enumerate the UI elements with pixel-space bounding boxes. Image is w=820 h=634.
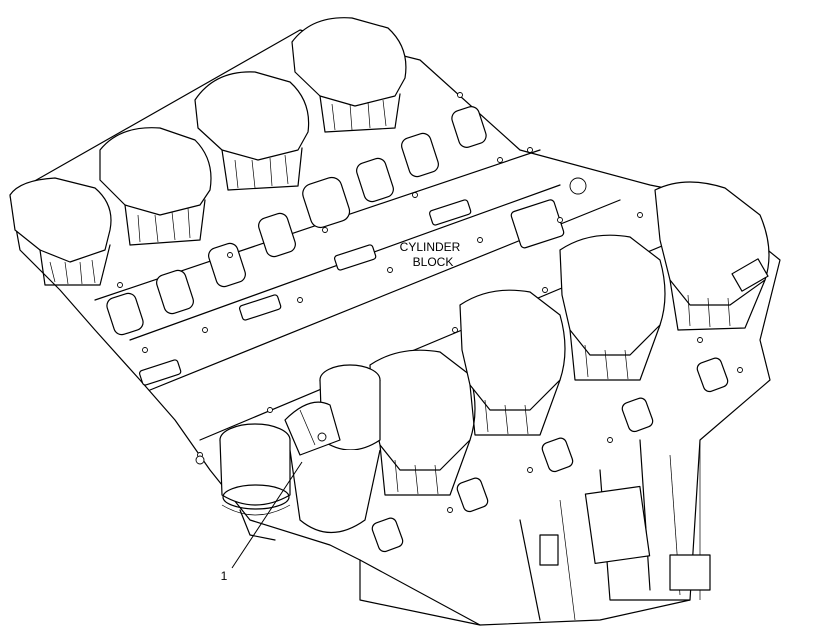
block-label-line2: BLOCK bbox=[413, 255, 454, 269]
callout-number-1: 1 bbox=[221, 569, 228, 583]
right-bank-ports bbox=[371, 357, 729, 553]
cylinder-label-line1: CYLINDER bbox=[400, 240, 461, 254]
deck-bolt-holes bbox=[117, 92, 743, 543]
left-bank-cylinder-heads bbox=[9, 17, 407, 286]
left-bank-ports bbox=[106, 106, 587, 386]
callout-leader-line bbox=[231, 461, 303, 569]
right-bank-cylinder-heads bbox=[369, 181, 770, 496]
front-filter-assembly bbox=[195, 364, 381, 541]
cylinder-block-label: CYLINDER BLOCK bbox=[400, 240, 461, 269]
